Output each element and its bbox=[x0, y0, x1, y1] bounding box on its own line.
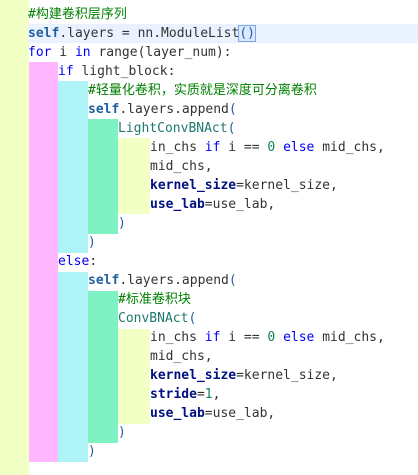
code-token: .layers.append bbox=[119, 273, 229, 288]
code-token: in bbox=[74, 45, 91, 60]
code-token: #标准卷积块 bbox=[118, 292, 191, 307]
code-line[interactable]: use_lab=use_lab, bbox=[150, 404, 275, 423]
code-token: i == bbox=[220, 330, 268, 345]
code-line[interactable]: #标准卷积块 bbox=[118, 290, 191, 309]
indent-guide-level-3b bbox=[58, 272, 88, 462]
indent-guide-level-2 bbox=[29, 62, 58, 462]
code-token bbox=[275, 330, 283, 345]
code-token: light_block: bbox=[73, 64, 176, 79]
code-token: i bbox=[51, 45, 75, 60]
code-token: .layers.append bbox=[119, 102, 229, 117]
code-line[interactable]: LightConvBNAct( bbox=[118, 119, 235, 138]
code-token: ( bbox=[188, 311, 197, 326]
code-token: else bbox=[58, 254, 90, 269]
code-token: #构建卷积层序列 bbox=[28, 7, 127, 22]
code-token: if bbox=[204, 330, 221, 345]
code-token: if bbox=[204, 140, 221, 155]
code-line[interactable]: ) bbox=[118, 423, 126, 442]
code-token: for bbox=[28, 45, 52, 60]
code-token: 0 bbox=[267, 140, 276, 155]
code-token: =kernel_size, bbox=[236, 368, 338, 383]
code-token: self bbox=[88, 102, 120, 117]
code-token: in_chs bbox=[150, 140, 205, 155]
code-token: .layers = nn.ModuleList bbox=[59, 26, 240, 41]
code-token: () bbox=[238, 25, 256, 42]
code-line[interactable]: in_chs if i == 0 else mid_chs, bbox=[150, 138, 385, 157]
code-token: mid_chs, bbox=[314, 140, 385, 155]
code-token: mid_chs, bbox=[314, 330, 385, 345]
code-token: in_chs bbox=[150, 330, 205, 345]
code-line[interactable]: ) bbox=[118, 214, 126, 233]
code-line[interactable]: kernel_size=kernel_size, bbox=[150, 176, 338, 195]
code-token: ( bbox=[228, 273, 237, 288]
code-line[interactable]: kernel_size=kernel_size, bbox=[150, 366, 338, 385]
code-token: mid_chs, bbox=[150, 349, 213, 364]
code-line[interactable]: ConvBNAct( bbox=[118, 309, 196, 328]
code-token: : bbox=[89, 254, 98, 269]
code-token bbox=[275, 140, 283, 155]
code-token: kernel_size bbox=[150, 178, 237, 193]
indent-guide-level-5b bbox=[118, 329, 150, 424]
code-line[interactable]: self.layers.append( bbox=[88, 100, 237, 119]
code-token: 0 bbox=[267, 330, 276, 345]
code-line[interactable]: #构建卷积层序列 bbox=[28, 5, 127, 24]
indent-guide-level-4b bbox=[88, 291, 118, 443]
code-token: ) bbox=[88, 235, 96, 250]
code-token: ) bbox=[118, 216, 126, 231]
code-token: self bbox=[88, 273, 120, 288]
code-token: LightConvBNAct bbox=[118, 121, 228, 136]
indent-guide-level-3a bbox=[58, 81, 88, 253]
code-line[interactable]: use_lab=use_lab, bbox=[150, 195, 275, 214]
code-token: #轻量化卷积，实质就是深度可分离卷积 bbox=[88, 83, 317, 98]
code-token: , bbox=[212, 387, 221, 402]
code-line[interactable]: self.layers = nn.ModuleList() bbox=[28, 24, 418, 43]
code-token: =kernel_size, bbox=[236, 178, 338, 193]
code-line[interactable]: mid_chs, bbox=[150, 347, 213, 366]
code-token: use_lab bbox=[150, 197, 205, 212]
code-line[interactable]: if light_block: bbox=[58, 62, 175, 81]
code-token: ConvBNAct bbox=[118, 311, 189, 326]
code-token: ( bbox=[227, 121, 236, 136]
code-token: =use_lab, bbox=[204, 406, 276, 421]
code-token: = bbox=[196, 387, 205, 402]
code-token: else bbox=[283, 140, 315, 155]
code-token: =use_lab, bbox=[204, 197, 276, 212]
code-line[interactable]: stride=1, bbox=[150, 385, 220, 404]
indent-guide-level-5a bbox=[118, 138, 150, 214]
code-line[interactable]: mid_chs, bbox=[150, 157, 213, 176]
indent-guide-level-4a bbox=[88, 119, 118, 234]
code-token: kernel_size bbox=[150, 368, 237, 383]
code-token: else bbox=[283, 330, 315, 345]
code-line[interactable]: else: bbox=[58, 252, 97, 271]
code-line[interactable]: ) bbox=[88, 233, 96, 252]
code-token: range(layer_num): bbox=[90, 45, 232, 60]
code-token: mid_chs, bbox=[150, 159, 213, 174]
code-line[interactable]: ) bbox=[88, 442, 96, 461]
code-token: 1 bbox=[204, 387, 213, 402]
code-token: use_lab bbox=[150, 406, 205, 421]
indent-guide-level-1 bbox=[0, 0, 29, 475]
code-line[interactable]: for i in range(layer_num): bbox=[28, 43, 232, 62]
code-token: i == bbox=[220, 140, 268, 155]
code-line[interactable]: #轻量化卷积，实质就是深度可分离卷积 bbox=[88, 81, 317, 100]
code-token: ( bbox=[228, 102, 237, 117]
code-token: ) bbox=[118, 425, 126, 440]
code-line[interactable]: self.layers.append( bbox=[88, 271, 237, 290]
code-line[interactable]: in_chs if i == 0 else mid_chs, bbox=[150, 328, 385, 347]
code-token: if bbox=[58, 64, 74, 79]
code-token: self bbox=[28, 26, 60, 41]
code-token: ) bbox=[88, 444, 96, 459]
code-token: stride bbox=[150, 387, 197, 402]
